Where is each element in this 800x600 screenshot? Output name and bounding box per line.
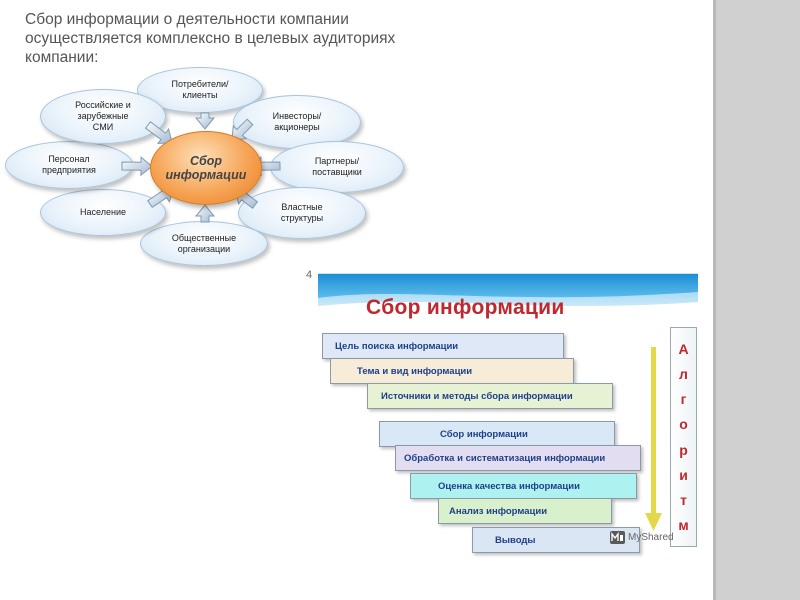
node-label: Властные структуры [280, 202, 324, 223]
step-label: Тема и вид информации [357, 365, 473, 377]
algorithm-panel: Сбор информации [318, 273, 698, 559]
step-analysis: Анализ информации [438, 498, 612, 524]
node-population: Население [40, 189, 166, 236]
node-authorities: Властные структуры [238, 187, 366, 239]
watermark-text: MyShared [628, 532, 674, 543]
step-label: Обработка и систематизация информации [404, 452, 606, 464]
step-quality: Оценка качества информации [410, 473, 637, 499]
letter: А [678, 340, 689, 357]
node-label: Российские и зарубежные СМИ [75, 100, 131, 132]
stray-mark: 4 [306, 269, 313, 281]
slide-title: Сбор информации о деятельности компании … [25, 11, 396, 66]
down-arrow-icon [645, 347, 662, 531]
arrow-from-personnel-icon [121, 156, 153, 177]
step-label: Оценка качества информации [438, 480, 580, 492]
node-label: Инвесторы/ акционеры [272, 111, 322, 132]
center-node-label: Сбор информации [165, 154, 247, 182]
watermark: MyShared [610, 531, 674, 544]
step-label: Источники и методы сбора информации [381, 390, 573, 402]
step-label: Анализ информации [449, 505, 548, 517]
letter: м [678, 517, 689, 534]
diagram-center-node: Сбор информации [150, 131, 262, 205]
myshared-logo-icon [610, 531, 625, 544]
panel-title: Сбор информации [366, 296, 565, 319]
step-processing: Обработка и систематизация информации [395, 445, 641, 471]
letter: г [680, 391, 687, 408]
letter: о [679, 416, 688, 433]
arrow-from-consumers-icon [194, 112, 216, 130]
algorithm-vertical-label: А л г о р и т м [670, 327, 697, 547]
letter: л [679, 365, 688, 382]
arrow-from-public-icon [194, 204, 216, 223]
step-label: Цель поиска информации [335, 340, 459, 352]
letter: т [680, 492, 687, 509]
panel-wave-decoration [318, 292, 698, 334]
step-label: Сбор информации [440, 428, 528, 440]
step-label: Выводы [495, 534, 536, 546]
step-sources: Источники и методы сбора информации [367, 383, 613, 409]
node-media: Российские и зарубежные СМИ [40, 89, 166, 144]
step-topic: Тема и вид информации [330, 358, 574, 384]
diagram-arrows [121, 112, 281, 223]
step-collection: Сбор информации [379, 421, 615, 447]
arrow-from-media-icon [144, 121, 173, 145]
node-label: Население [80, 207, 126, 217]
node-investors: Инвесторы/ акционеры [233, 95, 361, 149]
right-decorative-stripe [713, 0, 800, 600]
node-label: Персонал предприятия [42, 154, 96, 175]
node-label: Потребители/ клиенты [171, 79, 229, 100]
step-goal: Цель поиска информации [322, 333, 564, 359]
node-label: Партнеры/ поставщики [312, 156, 362, 177]
letter: р [679, 441, 688, 458]
node-label: Общественные организации [171, 232, 237, 254]
letter: и [679, 466, 688, 483]
node-personnel: Персонал предприятия [5, 141, 133, 189]
